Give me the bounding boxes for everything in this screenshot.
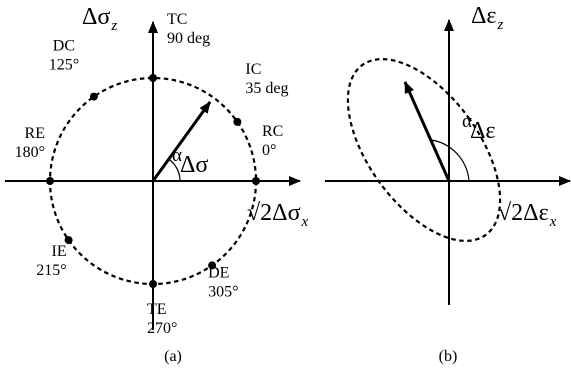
panel-a-angle-label: αΔσ (172, 145, 208, 178)
panel-b-x-axis-label: √2Δεx (498, 200, 557, 230)
point-dc-marker (89, 92, 98, 101)
panel-b-caption: (b) (439, 348, 458, 365)
point-rc-marker (252, 177, 260, 185)
panel-a-angle-arc (168, 158, 181, 182)
panel-a-stress-vector (151, 101, 212, 182)
panel-b-z-axis-label: Δεz (471, 3, 504, 33)
panel-b-strain-ellipse (346, 58, 502, 242)
point-de-marker (208, 261, 217, 270)
point-tc-marker (149, 74, 157, 82)
panel-b-angle-arc (430, 139, 470, 182)
point-te-marker (149, 280, 157, 288)
panel-a-x-axis-label: √2Δσx (247, 200, 309, 230)
panel-a-z-axis-label: Δσz (82, 4, 117, 34)
panel-b-angle-label: αΔε (462, 111, 495, 144)
panel-b-strain-vector (403, 81, 451, 182)
panel-a-caption: (a) (164, 348, 182, 365)
point-ie-marker (64, 236, 73, 245)
panel-b: Δεz √2Δεx αΔε (b) (325, 3, 571, 365)
point-re-marker (46, 177, 54, 185)
point-ic-marker (233, 117, 242, 126)
